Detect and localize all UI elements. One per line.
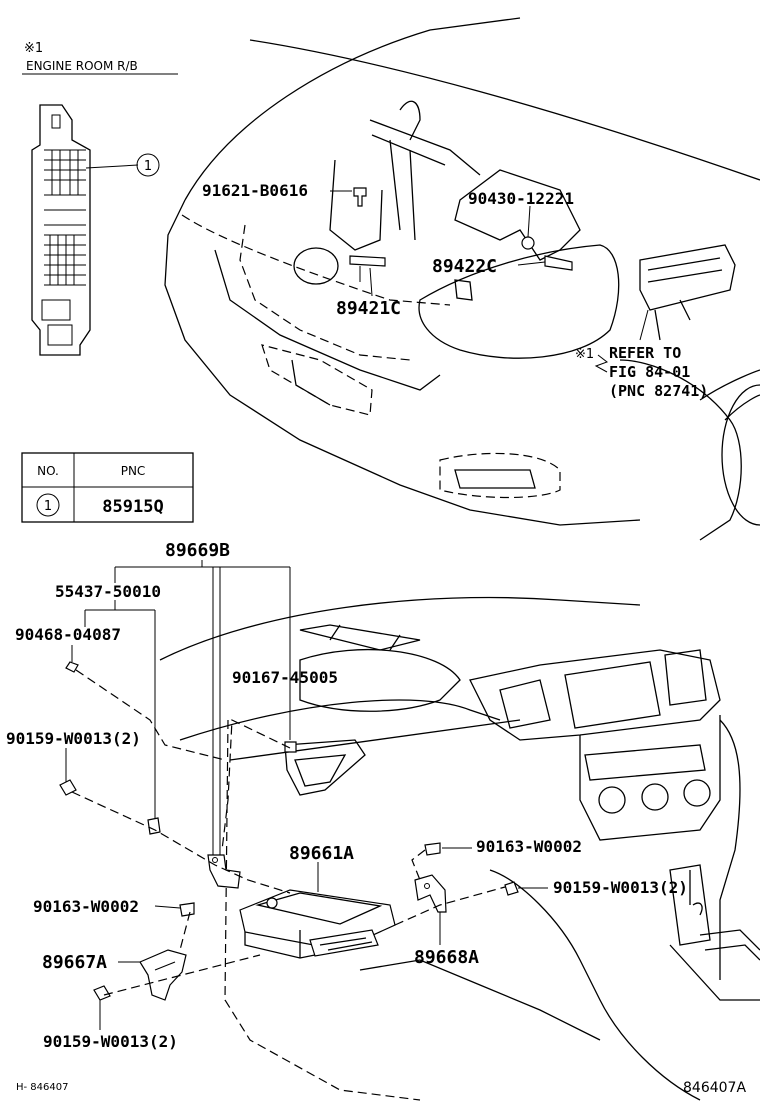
refer-line-2: FIG 84-01 xyxy=(609,363,690,381)
ecu-unit xyxy=(239,889,396,959)
bracket-89667a xyxy=(139,949,187,1001)
fasteners xyxy=(59,661,519,1001)
legend-row-no: 1 xyxy=(44,499,52,514)
vehicle-front-sketch xyxy=(164,17,760,541)
note-title: ENGINE ROOM R/B xyxy=(26,59,138,73)
label-90163-w0002-right: 90163-W0002 xyxy=(476,837,582,856)
fuse-box-callout: 1 xyxy=(136,153,160,177)
label-90468-04087: 90468-04087 xyxy=(15,625,121,644)
legend-header-pnc: PNC xyxy=(121,464,146,478)
label-89669b: 89669B xyxy=(165,540,230,561)
label-89667a: 89667A xyxy=(42,952,107,973)
footer-ref-right: 846407A xyxy=(683,1080,746,1096)
label-90159-w0013-left: 90159-W0013(2) xyxy=(6,729,141,748)
upper-small-parts xyxy=(349,187,573,282)
legend-table: NO. PNC 1 85915Q xyxy=(21,452,194,523)
refer-line-1: REFER TO xyxy=(609,344,681,362)
label-89421c: 89421C xyxy=(336,298,401,319)
label-89422c: 89422C xyxy=(432,256,497,277)
lower-leader-lines xyxy=(65,560,548,1030)
bracket-89668a xyxy=(414,874,447,913)
legend-header-no: NO. xyxy=(37,464,59,478)
refer-mark: ※1 xyxy=(575,347,594,362)
refer-line-3: (PNC 82741) xyxy=(609,382,708,400)
label-90167-45005: 90167-45005 xyxy=(232,668,338,687)
note-mark: ※1 xyxy=(24,41,43,56)
label-90159-w0013-bottom: 90159-W0013(2) xyxy=(43,1032,178,1051)
label-91621-b0616: 91621-B0616 xyxy=(202,181,308,200)
bracket-89669b xyxy=(207,854,241,889)
label-90159-w0013-right: 90159-W0013(2) xyxy=(553,878,688,897)
label-89668a: 89668A xyxy=(414,947,479,968)
label-90163-w0002-left: 90163-W0002 xyxy=(33,897,139,916)
label-90430-12221: 90430-12221 xyxy=(468,189,574,208)
dashboard-sketch xyxy=(159,596,760,1101)
footer-ref-left: H- 846407 xyxy=(16,1082,68,1093)
legend-row-pnc: 85915Q xyxy=(102,497,163,517)
fuse-box-callout-number: 1 xyxy=(144,159,152,174)
label-89661a: 89661A xyxy=(289,843,354,864)
engine-room-relay-block xyxy=(31,104,139,356)
label-55437-50010: 55437-50010 xyxy=(55,582,161,601)
